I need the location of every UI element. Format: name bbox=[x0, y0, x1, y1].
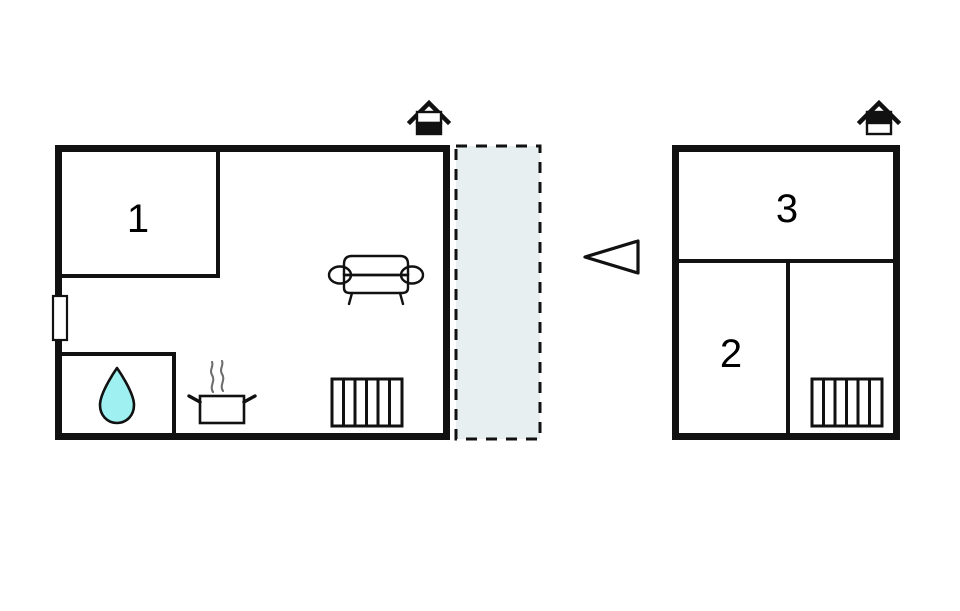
radiator-icon bbox=[810, 377, 884, 428]
room-1-walls bbox=[62, 147, 220, 278]
sofa-icon bbox=[327, 254, 425, 306]
room-label-1: 1 bbox=[127, 197, 149, 241]
sofa-leg-right bbox=[398, 291, 405, 306]
steam-left bbox=[209, 360, 215, 394]
sofa-armrest-left bbox=[327, 265, 353, 285]
bathroom-walls bbox=[62, 352, 176, 438]
ground-floor-plan[interactable]: 1 bbox=[51, 99, 542, 441]
sofa-leg-left bbox=[347, 291, 354, 306]
view-arrow-triangle bbox=[583, 239, 640, 275]
terrace-area[interactable] bbox=[454, 144, 542, 441]
upper-floor-plan[interactable]: 3 2 bbox=[672, 99, 902, 440]
pot-handle-left bbox=[187, 394, 202, 404]
house-lower-half-upper bbox=[865, 121, 893, 136]
sofa-armrest-right bbox=[399, 265, 425, 285]
cooking-pot-icon bbox=[187, 359, 257, 425]
radiator-fins bbox=[822, 379, 871, 426]
house-upper-floor-icon bbox=[856, 99, 902, 136]
house-upper-half-ground bbox=[415, 110, 443, 125]
water-drop-shape bbox=[98, 366, 136, 425]
door-leaf bbox=[51, 294, 69, 342]
water-drop-icon bbox=[98, 366, 136, 425]
door-icon[interactable] bbox=[51, 294, 69, 342]
room-label-3: 3 bbox=[776, 187, 798, 231]
pot-handle-right bbox=[242, 394, 257, 404]
pot-body bbox=[198, 394, 246, 425]
sofa-back bbox=[342, 254, 410, 277]
steam-right bbox=[219, 359, 225, 393]
radiator-icon bbox=[330, 377, 404, 428]
terrace-fill bbox=[456, 146, 540, 439]
steam-wisps bbox=[209, 359, 225, 394]
radiator-fins bbox=[342, 379, 391, 426]
sofa-seat bbox=[342, 273, 410, 295]
house-upper-half-upper bbox=[865, 110, 893, 125]
upper-floor-interior-walls bbox=[679, 259, 893, 438]
view-direction-arrow[interactable] bbox=[583, 239, 640, 275]
terrace-dashed-border bbox=[454, 144, 542, 441]
house-ground-floor-icon bbox=[406, 99, 452, 136]
ground-floor-exterior-walls bbox=[55, 145, 450, 440]
house-lower-half-ground bbox=[415, 121, 443, 136]
room-label-2: 2 bbox=[720, 332, 742, 376]
